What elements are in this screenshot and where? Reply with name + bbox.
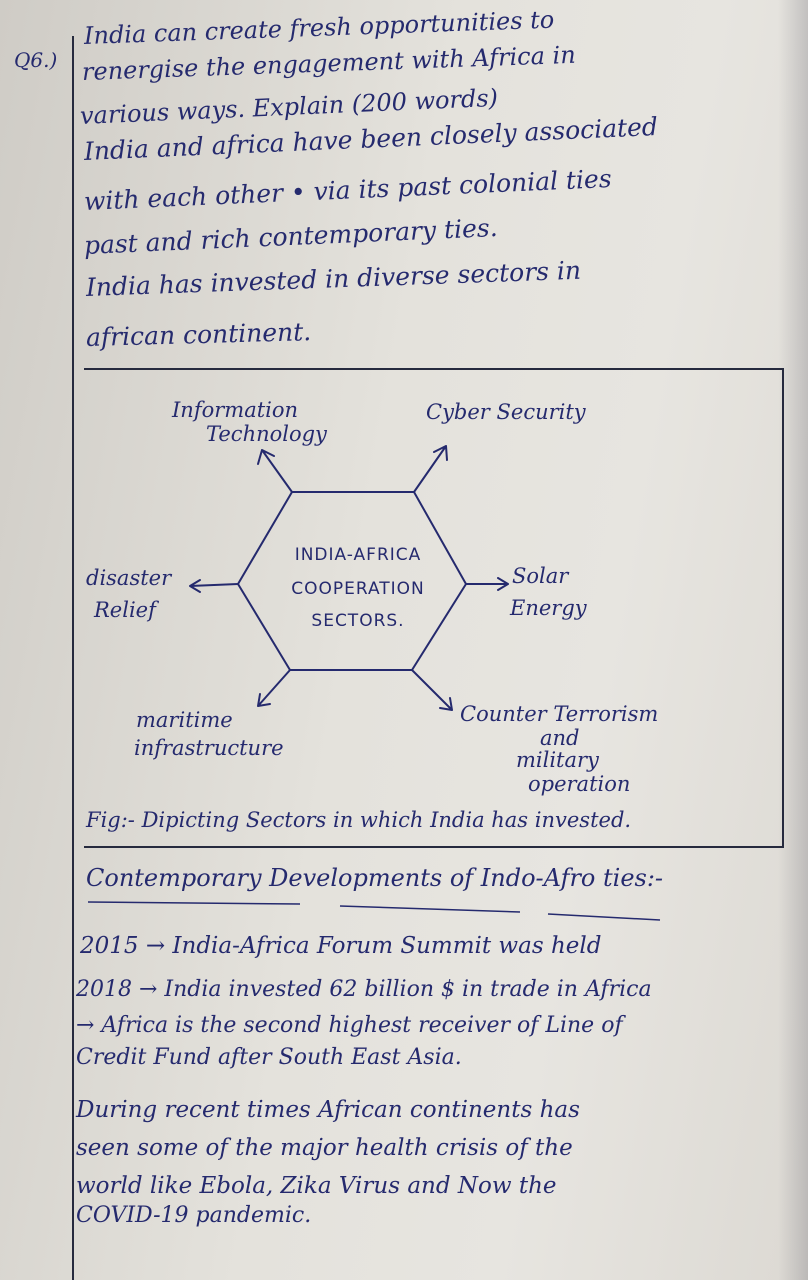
sector-it-line-2: Technology (206, 422, 327, 446)
arrow-solar (465, 577, 509, 591)
sector-cyber: Cyber Security (426, 400, 586, 424)
hexagon-label-3: SECTORS. (311, 611, 405, 631)
sector-it-line-1: Information (172, 398, 299, 422)
development-line-1: 2015 → India-Africa Forum Summit was hel… (80, 933, 602, 959)
closing-line-2: seen some of the major health crisis of … (76, 1135, 573, 1161)
sector-maritime-line-2: infrastructure (134, 736, 284, 760)
sector-counter-line-1: Counter Terrorism (460, 702, 659, 726)
development-line-3: → Africa is the second highest receiver … (76, 1013, 623, 1038)
developments-heading: Contemporary Developments of Indo-Afro t… (86, 864, 664, 892)
development-line-2: 2018 → India invested 62 billion $ in tr… (76, 977, 652, 1002)
sector-counter-line-4: operation (528, 772, 631, 796)
sector-solar-line-2: Energy (510, 596, 587, 620)
development-line-4: Credit Fund after South East Asia. (76, 1045, 462, 1070)
figure-caption: Fig:- Dipicting Sectors in which India h… (86, 808, 632, 832)
arrow-disaster (189, 579, 239, 593)
sector-disaster-line-2: Relief (94, 598, 156, 622)
sector-counter-line-2: and (540, 726, 580, 750)
closing-line-3: world like Ebola, Zika Virus and Now the (76, 1173, 557, 1199)
question-number: Q6.) (14, 48, 58, 72)
figure-box (84, 368, 784, 848)
sector-counter-line-3: military (516, 748, 599, 772)
closing-line-1: During recent times African continents h… (76, 1097, 580, 1123)
sector-maritime-line-1: maritime (136, 708, 233, 732)
arrow-it (257, 449, 293, 493)
sector-disaster-line-1: disaster (86, 566, 172, 590)
hexagon-label-1: INDIA-AFRICA (294, 545, 422, 565)
margin-line (72, 36, 74, 1280)
arrow-maritime (257, 669, 291, 707)
hexagon-label-2: COOPERATION (291, 579, 425, 599)
sector-solar-line-1: Solar (512, 564, 569, 588)
arrow-cyber (413, 445, 448, 493)
closing-line-4: COVID-19 pandemic. (76, 1203, 312, 1228)
arrow-counter (411, 669, 453, 711)
